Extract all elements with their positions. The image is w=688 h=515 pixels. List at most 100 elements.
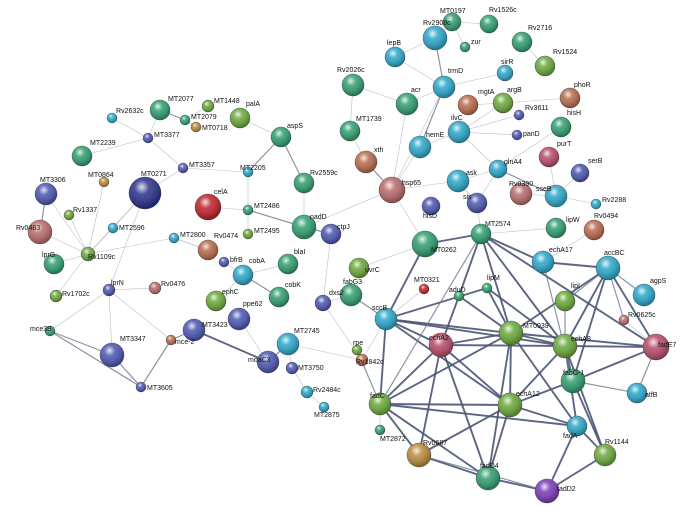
node-ppe62[interactable]: ppe62 [227,301,263,331]
node-lprN[interactable]: lprN [102,280,124,297]
node-lepB[interactable]: lepB [384,40,406,68]
node-hemE[interactable]: hemE [408,132,445,159]
node-hsp65[interactable]: hsp65 [378,176,421,204]
node-lipW[interactable]: lipW [545,217,580,239]
node-Rv0483[interactable]: Rv0483 [16,219,53,245]
node-ilvC[interactable]: ilvC [447,115,471,144]
node-MT3347[interactable]: MT3347 [99,336,146,368]
node-moaC3[interactable]: moaC3 [248,350,280,374]
node-mce3B[interactable]: mce3B [30,325,56,337]
node-MT1739[interactable]: MT1739 [339,116,382,142]
node-argB[interactable]: argB [492,87,522,114]
node-sirR[interactable]: sirR [496,59,513,82]
node-fadD2[interactable]: fadD2 [534,478,576,504]
node-serB[interactable]: serB [570,158,603,183]
node-Rv1144[interactable]: Rv1144 [593,439,629,467]
node-uvrC[interactable]: uvrC [348,257,380,279]
node-cobA[interactable]: cobA [232,258,265,286]
node-lprG[interactable]: lprG [42,252,65,275]
node-MT2800[interactable]: MT2800 [168,232,206,244]
node-MT3306[interactable]: MT3306 [34,177,66,206]
node-MT3605[interactable]: MT3605 [135,381,173,393]
node-celA[interactable]: celA [194,189,228,221]
node-blaI[interactable]: blaI [277,249,305,275]
node-sccB[interactable]: sccB [372,305,398,331]
node-purT[interactable]: purT [538,141,572,168]
node-MT2596[interactable]: MT2596 [107,222,145,234]
node-Rv0474[interactable]: Rv0474 [197,233,238,261]
node-nadD[interactable]: nadD [291,214,327,240]
node-Rv0687[interactable]: Rv0687 [406,440,447,468]
node-mgtA[interactable]: mgtA [457,89,495,116]
node-Rv1337[interactable]: Rv1337 [63,207,97,221]
node-MT2205[interactable]: MT2205 [240,165,266,178]
node-Rv2559c[interactable]: Rv2559c [293,170,338,194]
node-ctpJ[interactable]: ctpJ [320,223,350,245]
node-Rv2026c[interactable]: Rv2026c [337,67,365,97]
node-MT0939[interactable]: MT0939 [498,320,549,346]
node-MT3377[interactable]: MT3377 [142,132,180,144]
node-Rv0494[interactable]: Rv0494 [583,213,618,241]
node-MT0197[interactable]: MT0197 [440,8,466,32]
node-Rv0390[interactable]: Rv0390 [509,181,533,206]
node-ephC[interactable]: ephC [205,289,239,312]
node-MT3423[interactable]: MT3423 [182,318,228,342]
node-sis[interactable]: sis [463,192,488,214]
node-aspS[interactable]: aspS [270,123,303,148]
node-MT2077[interactable]: MT2077 [149,96,194,121]
node-bfrB[interactable]: bfrB [218,256,243,268]
node-palA[interactable]: palA [229,101,260,129]
node-MT0864[interactable]: MT0864 [88,172,114,188]
node-agpS[interactable]: agpS [632,278,667,307]
node-fadE7[interactable]: fadE7 [642,333,676,361]
node-fadD4[interactable]: fadD4 [475,463,501,491]
node-Rv1702c[interactable]: Rv1702c [49,289,90,303]
node-ask[interactable]: ask [446,169,477,193]
node-MT2486[interactable]: MT2486 [242,203,280,216]
node-Rv2288[interactable]: Rv2288 [590,197,626,210]
node-MT2495[interactable]: MT2495 [242,228,280,240]
node-dxs2[interactable]: dxs2 [314,290,344,312]
node-Rv3611[interactable]: Rv3611 [513,105,549,121]
node-hisH[interactable]: hisH [550,110,581,138]
node-xth[interactable]: xth [354,147,383,174]
node-fadC[interactable]: fadC [368,392,392,416]
node-atfB[interactable]: atfB [626,382,658,404]
node-MT0262[interactable]: MT0262 [411,230,457,258]
node-Rv2716[interactable]: Rv2716 [511,25,552,53]
node-fabG3[interactable]: fabG3 [339,279,363,307]
node-glnA4[interactable]: glnA4 [488,159,522,179]
node-Rv2632c[interactable]: Rv2632c [106,108,144,124]
node-rpe[interactable]: rpe [351,340,363,356]
node-cobK[interactable]: cobK [268,282,301,308]
node-lipI[interactable]: lipI [554,283,580,312]
node-MT2875[interactable]: MT2875 [314,401,340,419]
node-echA2[interactable]: echA2 [428,332,454,358]
node-MT2872[interactable]: MT2872 [374,424,406,443]
node-mce-2[interactable]: mce-2 [165,334,195,346]
node-Rv1526c[interactable]: Rv1526c [479,7,517,34]
node-MT1448[interactable]: MT1448 [201,98,240,113]
node-lipM[interactable]: lipM [481,275,500,294]
node-aduD[interactable]: aduD [449,287,466,302]
node-fadA[interactable]: fadA [563,415,588,440]
node-acr[interactable]: acr [395,87,421,116]
node-phoR[interactable]: phoR [559,82,591,109]
node-Rv2908c[interactable]: Rv2908c [422,20,451,51]
node-MT2574[interactable]: MT2574 [470,221,511,245]
node-MT0321[interactable]: MT0321 [414,277,440,295]
node-Rv1524[interactable]: Rv1524 [534,49,577,77]
node-trmD[interactable]: trmD [432,68,463,99]
node-hisD[interactable]: hisD [421,196,441,220]
node-MT0718[interactable]: MT0718 [190,121,228,133]
node-MT2745[interactable]: MT2745 [276,328,320,356]
node-echA17[interactable]: echA17 [531,247,573,274]
node-MT3750[interactable]: MT3750 [285,361,324,375]
node-echA8[interactable]: echA8 [552,333,591,359]
node-echA12[interactable]: echA12 [497,391,540,418]
node-Rv2484c[interactable]: Rv2484c [300,385,341,399]
node-Rv0476[interactable]: Rv0476 [148,281,185,295]
node-MT2239[interactable]: MT2239 [71,140,116,167]
node-zur[interactable]: zur [459,39,481,53]
node-MT0271[interactable]: MT0271 [128,171,167,210]
